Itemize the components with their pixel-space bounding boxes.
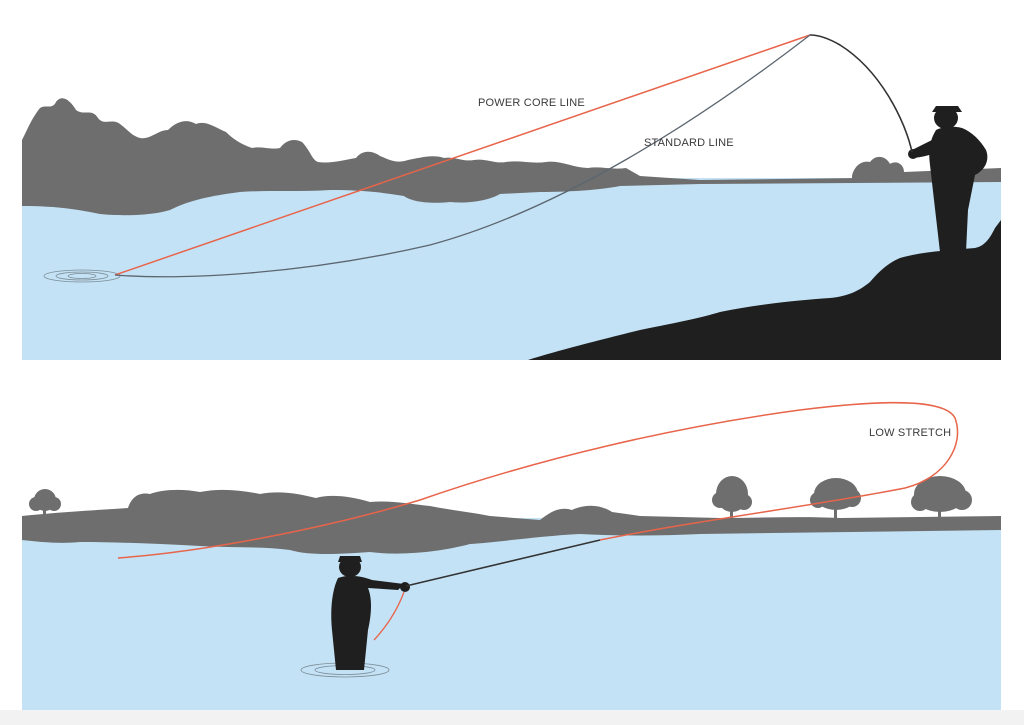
standard-line-label: STANDARD LINE (644, 137, 734, 149)
slack-line (373, 591, 405, 641)
bottom-panel: LOW STRETCH (22, 401, 1001, 710)
bottom-trees (29, 476, 972, 526)
bottom-angler-silhouette (331, 556, 410, 670)
top-angler-silhouette (908, 106, 988, 252)
low-stretch-label: LOW STRETCH (869, 427, 951, 439)
power-core-line (114, 34, 811, 276)
bottom-rod (405, 539, 601, 587)
bottom-far-bank-silhouette (22, 489, 1001, 554)
standard-line (114, 34, 811, 278)
bottom-strip (0, 710, 1024, 725)
low-stretch-line (117, 401, 959, 559)
power-core-line-label: POWER CORE LINE (478, 97, 585, 109)
top-rod (809, 34, 913, 153)
top-panel: POWER CORE LINE STANDARD LINE (22, 34, 1001, 360)
top-far-bank-silhouette (22, 98, 1001, 216)
bottom-water (22, 518, 1001, 710)
top-rock-bank (528, 220, 1001, 360)
